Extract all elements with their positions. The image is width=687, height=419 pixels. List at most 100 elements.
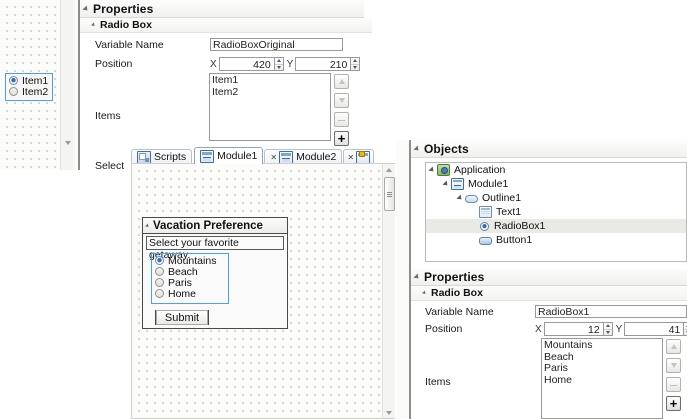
collapse-triangle-icon[interactable] bbox=[413, 272, 421, 281]
radio-item-label: Home bbox=[168, 287, 197, 300]
arrow-up-icon bbox=[670, 344, 677, 349]
radio-item-label: Mountains bbox=[168, 254, 217, 267]
scroll-down-arrow-icon[interactable] bbox=[383, 407, 395, 418]
radio-item-label: Paris bbox=[168, 276, 192, 289]
position-x-input[interactable]: 12 bbox=[543, 322, 604, 336]
variable-name-input[interactable]: RadioBoxOriginal bbox=[210, 38, 343, 51]
tree-node-label: Button1 bbox=[496, 234, 533, 246]
radio-item-paris[interactable]: Paris bbox=[155, 276, 225, 289]
bottom-items-remove-button[interactable]: – bbox=[666, 377, 681, 392]
position-x-input[interactable]: 420 bbox=[218, 57, 275, 71]
top-items-remove-button[interactable]: – bbox=[334, 112, 349, 127]
bottom-items-move-up-button[interactable] bbox=[666, 339, 681, 354]
bottom-position-row: Position X 12 Y 41 bbox=[425, 322, 687, 336]
bottom-items-add-button[interactable]: + bbox=[666, 396, 681, 411]
minus-icon: – bbox=[666, 377, 681, 392]
tree-node-label: RadioBox1 bbox=[494, 220, 546, 232]
tab-scripts[interactable]: Scripts bbox=[131, 149, 193, 164]
bottom-properties-header[interactable]: Properties bbox=[411, 268, 687, 286]
position-x-stepper[interactable] bbox=[274, 57, 284, 71]
tree-node-button1[interactable]: Button1 bbox=[426, 233, 686, 247]
bottom-items-move-down-button[interactable] bbox=[666, 358, 681, 373]
tab-module2[interactable]: ✕ Module2 bbox=[264, 149, 343, 164]
top-items-move-up-button[interactable] bbox=[334, 74, 349, 89]
stepper-down-icon[interactable] bbox=[275, 65, 283, 71]
position-y-stepper[interactable] bbox=[351, 57, 361, 71]
left-radio-item-1[interactable]: Item2 bbox=[9, 86, 49, 98]
top-items-move-down-button[interactable] bbox=[334, 93, 349, 108]
vacation-radio-group[interactable]: Mountains Beach Paris Home bbox=[151, 253, 229, 304]
scrollbar-thumb[interactable] bbox=[383, 177, 395, 211]
position-y-input[interactable]: 41 bbox=[624, 322, 685, 336]
collapse-triangle-icon[interactable] bbox=[413, 144, 421, 153]
tree-node-text1[interactable]: Text1 bbox=[426, 205, 686, 219]
scroll-up-arrow-icon[interactable] bbox=[383, 164, 395, 175]
top-items-listbox[interactable]: Item1 Item2 bbox=[209, 73, 331, 141]
top-items-add-button[interactable]: + bbox=[334, 131, 349, 146]
collapse-triangle-icon[interactable] bbox=[422, 290, 427, 296]
x-axis-label: X bbox=[210, 58, 217, 70]
position-x-stepper[interactable] bbox=[603, 322, 613, 336]
top-items-label: Items bbox=[95, 110, 121, 122]
new-module-icon bbox=[356, 150, 371, 164]
variable-name-label: Variable Name bbox=[425, 305, 494, 318]
list-item[interactable]: Item1 bbox=[212, 74, 239, 86]
list-item[interactable]: Mountains bbox=[544, 339, 593, 351]
list-item[interactable]: Beach bbox=[544, 350, 574, 363]
stepper-up-icon[interactable] bbox=[274, 58, 283, 65]
left-radio-widget[interactable]: Item1 Item2 bbox=[5, 73, 53, 101]
objects-panel-header[interactable]: Objects bbox=[411, 140, 687, 158]
left-radio-item-0[interactable]: Item1 bbox=[9, 75, 49, 87]
right-panel-divider bbox=[409, 140, 411, 419]
expand-triangle-icon[interactable] bbox=[456, 194, 464, 202]
tree-node-module1[interactable]: Module1 bbox=[426, 177, 686, 191]
objects-panel-title: Objects bbox=[424, 141, 469, 156]
list-item[interactable]: Item2 bbox=[212, 85, 239, 98]
groupbox-title-bar[interactable]: Vacation Preference bbox=[143, 218, 287, 234]
tree-node-outline1[interactable]: Outline1 bbox=[426, 191, 686, 205]
expand-triangle-icon[interactable] bbox=[428, 166, 436, 174]
submit-button-widget[interactable]: Submit bbox=[155, 310, 209, 325]
stepper-up-icon[interactable] bbox=[351, 58, 360, 65]
bottom-items-listbox[interactable]: Mountains Beach Paris Home bbox=[541, 338, 663, 419]
objects-tree[interactable]: Application Module1 Outline1 Text1 Radio… bbox=[425, 162, 687, 262]
collapse-triangle-icon[interactable] bbox=[91, 22, 96, 28]
stepper-down-icon[interactable] bbox=[604, 330, 612, 336]
radio-item-home[interactable]: Home bbox=[155, 287, 225, 300]
collapse-triangle-icon[interactable] bbox=[82, 4, 90, 13]
close-icon[interactable]: ✕ bbox=[347, 152, 355, 162]
prompt-text-widget[interactable]: Select your favorite getaway. bbox=[146, 236, 284, 261]
radio-dot-icon bbox=[9, 87, 18, 96]
canvas-vscrollbar[interactable] bbox=[382, 164, 395, 418]
top-properties-header[interactable]: Properties bbox=[80, 0, 364, 18]
text-icon bbox=[479, 206, 492, 218]
top-properties-title: Properties bbox=[93, 1, 154, 16]
outline-icon bbox=[465, 195, 478, 203]
radio-item-label: Beach bbox=[168, 265, 198, 278]
position-label: Position bbox=[95, 58, 133, 70]
radio-item-beach[interactable]: Beach bbox=[155, 265, 225, 278]
collapse-triangle-icon[interactable] bbox=[145, 223, 150, 228]
tab-new-module[interactable]: ✕ bbox=[343, 149, 375, 164]
expand-triangle-icon[interactable] bbox=[442, 180, 450, 188]
list-item[interactable]: Home bbox=[544, 373, 573, 386]
position-y-input[interactable]: 210 bbox=[295, 57, 352, 71]
tab-label: Module2 bbox=[296, 151, 337, 163]
left-canvas-vscrollbar[interactable] bbox=[60, 0, 74, 170]
tree-node-application[interactable]: Application bbox=[426, 163, 686, 177]
stepper-up-icon[interactable] bbox=[603, 323, 612, 330]
variable-name-input[interactable]: RadioBox1 bbox=[535, 305, 687, 318]
bottom-radio-box-section-header[interactable]: Radio Box bbox=[411, 286, 687, 301]
radio-item-mountains[interactable]: Mountains bbox=[155, 254, 225, 267]
top-radio-box-section-header[interactable]: Radio Box bbox=[80, 18, 372, 33]
plus-icon: + bbox=[666, 396, 681, 411]
y-axis-label: Y bbox=[286, 58, 294, 70]
position-label: Position bbox=[425, 323, 463, 335]
tab-module1[interactable]: Module1 bbox=[194, 147, 264, 164]
close-icon[interactable]: ✕ bbox=[270, 152, 278, 162]
button-icon bbox=[479, 237, 492, 245]
stepper-down-icon[interactable] bbox=[351, 65, 359, 71]
tree-node-radiobox1[interactable]: RadioBox1 bbox=[426, 219, 686, 233]
scroll-down-arrow-icon[interactable] bbox=[61, 137, 74, 148]
list-item[interactable]: Paris bbox=[544, 362, 568, 374]
